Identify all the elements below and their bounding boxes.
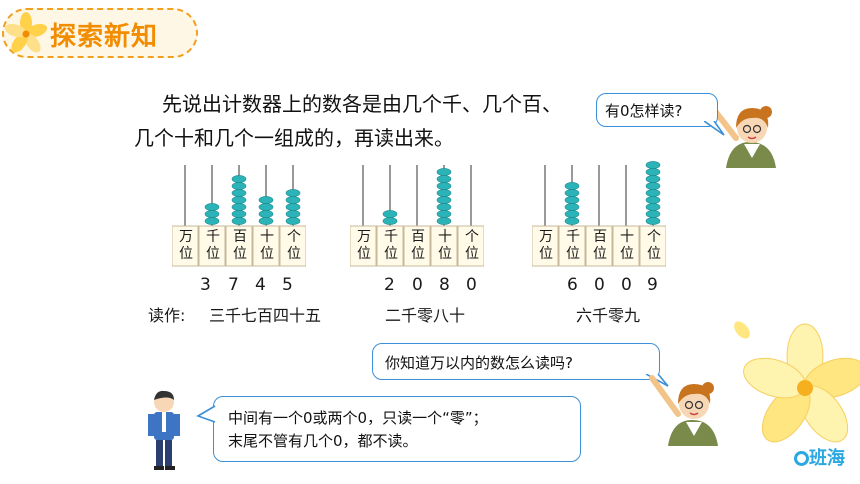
logo-icon <box>794 451 809 466</box>
rule-bubble: 中间有一个0或两个0，只读一个“零”； 末尾不管有几个0，都不读。 <box>213 396 581 462</box>
digit: 5 <box>282 275 293 295</box>
digit: 7 <box>228 275 239 295</box>
abacus-2 <box>349 160 485 270</box>
bubble-tail <box>704 121 725 136</box>
number-1-digits: 3 7 4 5 <box>200 275 310 297</box>
number-3-digits: 6 0 0 9 <box>567 275 677 297</box>
digit: 4 <box>255 275 266 295</box>
label-wei: 位 <box>206 246 220 262</box>
label-ge: 个 <box>287 229 301 245</box>
question-bubble: 有0怎样读? <box>596 93 718 127</box>
flower-icon <box>734 321 860 443</box>
digit: 0 <box>621 275 632 295</box>
label-wei: 位 <box>357 246 371 262</box>
label-wei: 位 <box>179 246 193 262</box>
label-wei: 位 <box>287 246 301 262</box>
label-wei: 位 <box>411 246 425 262</box>
label-qian: 千 <box>384 229 398 245</box>
label-wei: 位 <box>566 246 580 262</box>
ask-text: 你知道万以内的数怎么读吗? <box>385 354 573 372</box>
brand-logo: 班海 <box>794 444 845 470</box>
label-wei: 位 <box>465 246 479 262</box>
reading-3: 六千零九 <box>576 306 641 325</box>
question-text: 有0怎样读? <box>605 102 683 120</box>
digit: 8 <box>439 275 450 295</box>
digit: 9 <box>647 275 658 295</box>
digit: 6 <box>567 275 578 295</box>
label-qian: 千 <box>566 229 580 245</box>
instruction-line-2: 几个十和几个一组成的，再读出来。 <box>134 126 454 150</box>
page-title: 探索新知 <box>50 22 159 52</box>
reading-1: 三千七百四十五 <box>209 306 322 325</box>
rule-line-2: 末尾不管有几个0，都不读。 <box>228 432 418 450</box>
label-bai: 百 <box>411 229 425 245</box>
digit: 3 <box>200 275 211 295</box>
label-wan: 万 <box>179 229 193 245</box>
bubble-tail <box>196 405 216 423</box>
digit: 0 <box>412 275 423 295</box>
teacher-illustration <box>649 375 718 446</box>
flower-icon <box>4 12 48 53</box>
label-ge: 个 <box>465 229 479 245</box>
instruction-line-1: 先说出计数器上的数各是由几个千、几个百、 <box>162 92 562 116</box>
label-wei: 位 <box>260 246 274 262</box>
label-wan: 万 <box>357 229 371 245</box>
label-wei: 位 <box>438 246 452 262</box>
label-qian: 千 <box>206 229 220 245</box>
brand-text: 班海 <box>809 448 845 469</box>
reading-prefix: 读作: <box>148 306 186 325</box>
abacus-3 <box>531 160 667 270</box>
digit: 0 <box>594 275 605 295</box>
label-wei: 位 <box>593 246 607 262</box>
label-wei: 位 <box>620 246 634 262</box>
label-bai: 百 <box>233 229 247 245</box>
student-illustration <box>148 390 180 470</box>
label-wan: 万 <box>539 229 553 245</box>
ask-bubble: 你知道万以内的数怎么读吗? <box>372 343 660 380</box>
number-2-digits: 2 0 8 0 <box>384 275 494 297</box>
digit: 2 <box>384 275 395 295</box>
label-shi: 十 <box>260 229 274 245</box>
rule-line-1: 中间有一个0或两个0，只读一个“零”； <box>228 409 488 427</box>
label-ge: 个 <box>647 229 661 245</box>
label-bai: 百 <box>593 229 607 245</box>
abacus-1 <box>171 160 307 270</box>
label-wei: 位 <box>233 246 247 262</box>
digit: 0 <box>466 275 477 295</box>
label-wei: 位 <box>384 246 398 262</box>
label-wei: 位 <box>647 246 661 262</box>
label-shi: 十 <box>438 229 452 245</box>
teacher-illustration <box>706 99 776 168</box>
reading-2: 二千零八十 <box>385 306 466 325</box>
label-shi: 十 <box>620 229 634 245</box>
label-wei: 位 <box>539 246 553 262</box>
